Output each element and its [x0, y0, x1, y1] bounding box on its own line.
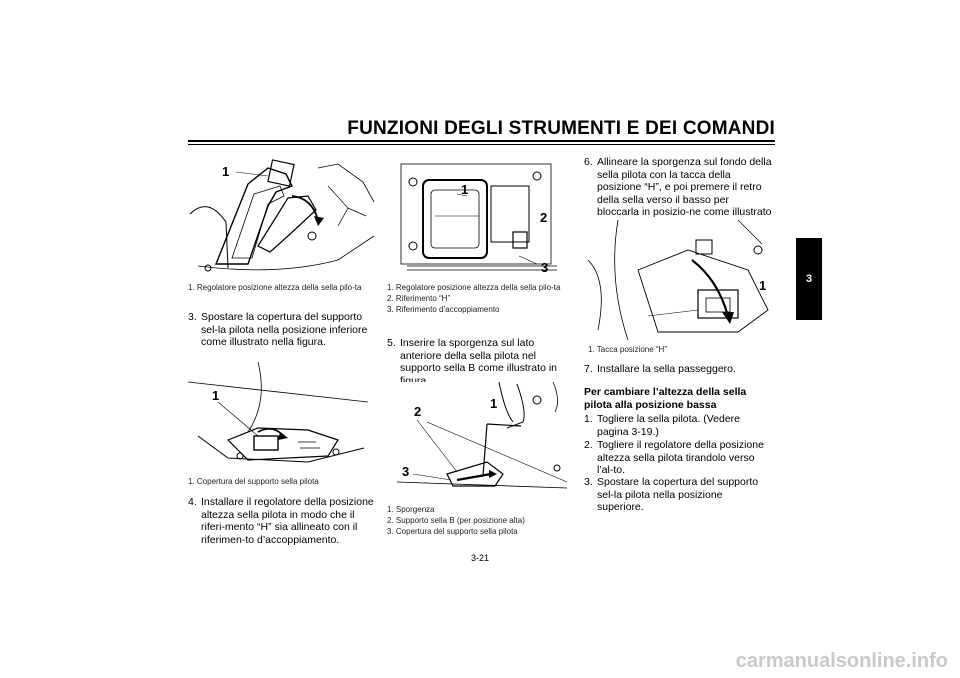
figure-seat-bracket: 2 1 3: [387, 382, 575, 498]
step-5: 5. Inserire la sporgenza sul lato anteri…: [387, 337, 575, 387]
caption-line: 1. Tacca posizione “H”: [588, 345, 667, 354]
figure-caption: 1. Regolatore posizione altezza della se…: [188, 282, 376, 293]
figure-callout: 3: [541, 260, 549, 275]
section-heading: Per cambiare l’altezza della sella pilot…: [584, 386, 747, 411]
step-number: 3.: [188, 311, 197, 323]
step-text: Togliere la sella pilota. (Vedere pagina…: [597, 413, 741, 438]
low-step-1: 1. Togliere la sella pilota. (Vedere pag…: [584, 413, 772, 438]
step-number: 6.: [584, 156, 593, 168]
step-number: 2.: [584, 439, 593, 451]
header-rule: [188, 140, 775, 142]
caption-line: 1. Sporgenza: [387, 505, 435, 514]
step-text: Spostare la copertura del supporto sel-l…: [597, 476, 759, 513]
low-step-2: 2. Togliere il regolatore della posizion…: [584, 439, 772, 477]
step-7: 7. Installare la sella passeggero.: [584, 363, 772, 376]
caption-line: 3. Copertura del supporto sella pilota: [387, 527, 518, 536]
caption-line: 1. Regolatore posizione altezza della se…: [387, 283, 561, 292]
figure-caption: 1. Tacca posizione “H”: [588, 344, 774, 355]
caption-line: 2. Supporto sella B (per posizione alta): [387, 516, 525, 525]
step-4: 4. Installare il regolatore della posizi…: [188, 496, 376, 546]
page-number: 3-21: [470, 553, 489, 563]
step-number: 5.: [387, 337, 396, 349]
step-3: 3. Spostare la copertura del supporto se…: [188, 311, 376, 349]
figure-caption: 1. Sporgenza 2. Supporto sella B (per po…: [387, 504, 575, 537]
page-title: FUNZIONI DEGLI STRUMENTI E DEI COMANDI: [347, 118, 775, 139]
step-text: Spostare la copertura del supporto sel-l…: [201, 311, 368, 348]
low-step-3: 3. Spostare la copertura del supporto se…: [584, 476, 772, 514]
figure-callout: 3: [402, 464, 410, 479]
step-number: 7.: [584, 363, 593, 375]
step-number: 3.: [584, 476, 593, 488]
figure-caption: 1. Copertura del supporto sella pilota: [188, 476, 376, 487]
step-text: Inserire la sporgenza sul lato anteriore…: [400, 337, 557, 387]
caption-line: 1. Copertura del supporto sella pilota: [188, 477, 319, 486]
figure-seat-height-adjuster: 1: [188, 156, 376, 278]
figure-callout: 1: [461, 182, 469, 197]
step-text: Installare la sella passeggero.: [597, 363, 736, 375]
figure-callout: 2: [414, 404, 422, 419]
step-text: Allineare la sporgenza sul fondo della s…: [597, 156, 772, 231]
step-text: Togliere il regolatore della posizione a…: [597, 439, 764, 476]
caption-line: 3. Riferimento d’accoppiamento: [387, 305, 500, 314]
figure-callout: 1: [490, 396, 498, 411]
figure-h-notch: 1: [588, 220, 774, 340]
step-number: 4.: [188, 496, 197, 508]
watermark: carmanualsonline.info: [735, 650, 948, 672]
figure-callout: 1: [222, 164, 230, 179]
step-number: 1.: [584, 413, 593, 425]
header-rule-thin: [188, 144, 775, 145]
figure-callout: 1: [759, 278, 767, 293]
caption-line: 2. Riferimento “H”: [387, 294, 451, 303]
figure-caption: 1. Regolatore posizione altezza della se…: [387, 282, 575, 315]
step-text: Installare il regolatore della posizione…: [201, 496, 374, 546]
figure-h-reference: 1 2 3: [387, 156, 575, 278]
figure-seat-support-cover: 1: [188, 362, 376, 470]
figure-callout: 1: [212, 388, 220, 403]
chapter-tab: 3: [796, 238, 822, 320]
figure-callout: 2: [540, 210, 548, 225]
step-6: 6. Allineare la sporgenza sul fondo dell…: [584, 156, 772, 231]
caption-line: 1. Regolatore posizione altezza della se…: [188, 283, 362, 292]
